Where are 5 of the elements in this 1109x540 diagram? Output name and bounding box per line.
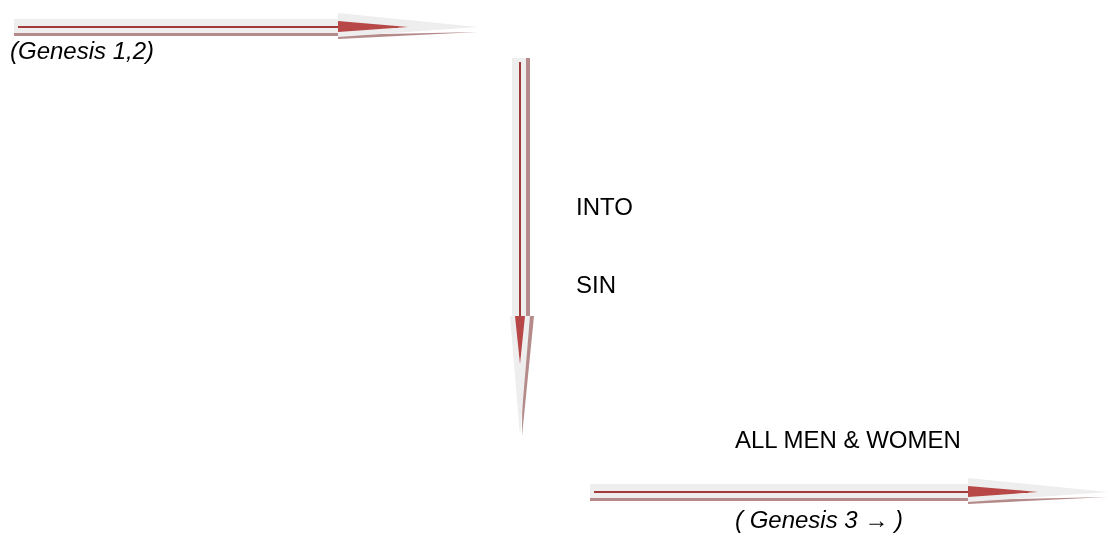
label-text: (Genesis 1,2) <box>10 36 155 66</box>
label-text: ALL MEN & WOMEN <box>735 425 961 455</box>
label-text: INTO <box>576 192 633 222</box>
label-text: ( Genesis 3 → ) <box>735 505 904 535</box>
label-text: SIN <box>576 270 616 300</box>
